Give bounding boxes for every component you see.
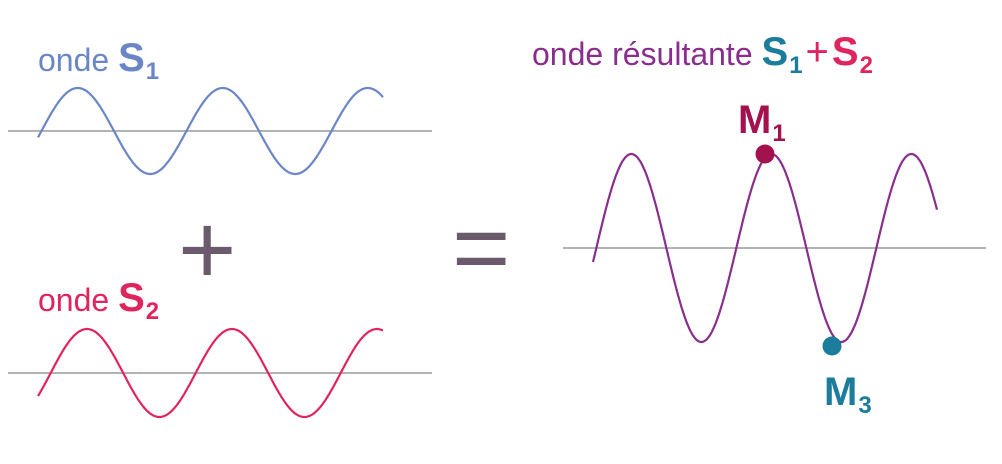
label-resultant-wave: onde résultante S1+S2	[532, 30, 873, 77]
wave-s1-curve	[37, 86, 384, 176]
label-resultant-word: onde résultante	[532, 36, 753, 72]
label-s2-symbol: S2	[118, 276, 159, 323]
resultant-s2-subscript: 2	[859, 51, 873, 79]
label-point-m1: M1	[738, 98, 786, 145]
s1-letter: S	[118, 36, 145, 80]
label-point-m3: M3	[824, 370, 872, 417]
s2-letter: S	[118, 276, 145, 320]
m3-subscript: 3	[858, 391, 872, 419]
label-wave-s2: onde S2	[38, 276, 159, 323]
label-s1-word: onde	[38, 42, 110, 78]
resultant-s2-symbol: S2	[831, 30, 873, 77]
plus-operator: +	[178, 194, 237, 306]
point-m3	[822, 336, 842, 356]
resultant-s1-letter: S	[761, 30, 789, 74]
s2-subscript: 2	[145, 297, 160, 325]
label-s1-symbol: S1	[118, 36, 159, 83]
m1-subscript: 1	[772, 119, 786, 147]
equals-operator: =	[452, 192, 511, 304]
wave-s2-curve	[37, 327, 384, 419]
label-s2-word: onde	[38, 282, 110, 318]
resultant-s1-subscript: 1	[789, 51, 803, 79]
point-m1	[755, 144, 775, 164]
m3-letter: M	[824, 370, 858, 414]
label-wave-s1: onde S1	[38, 36, 159, 83]
resultant-s2-letter: S	[831, 30, 859, 74]
resultant-plus: +	[805, 30, 829, 74]
m1-letter: M	[738, 98, 772, 142]
resultant-s1-symbol: S1	[761, 30, 803, 77]
s1-subscript: 1	[145, 57, 160, 85]
